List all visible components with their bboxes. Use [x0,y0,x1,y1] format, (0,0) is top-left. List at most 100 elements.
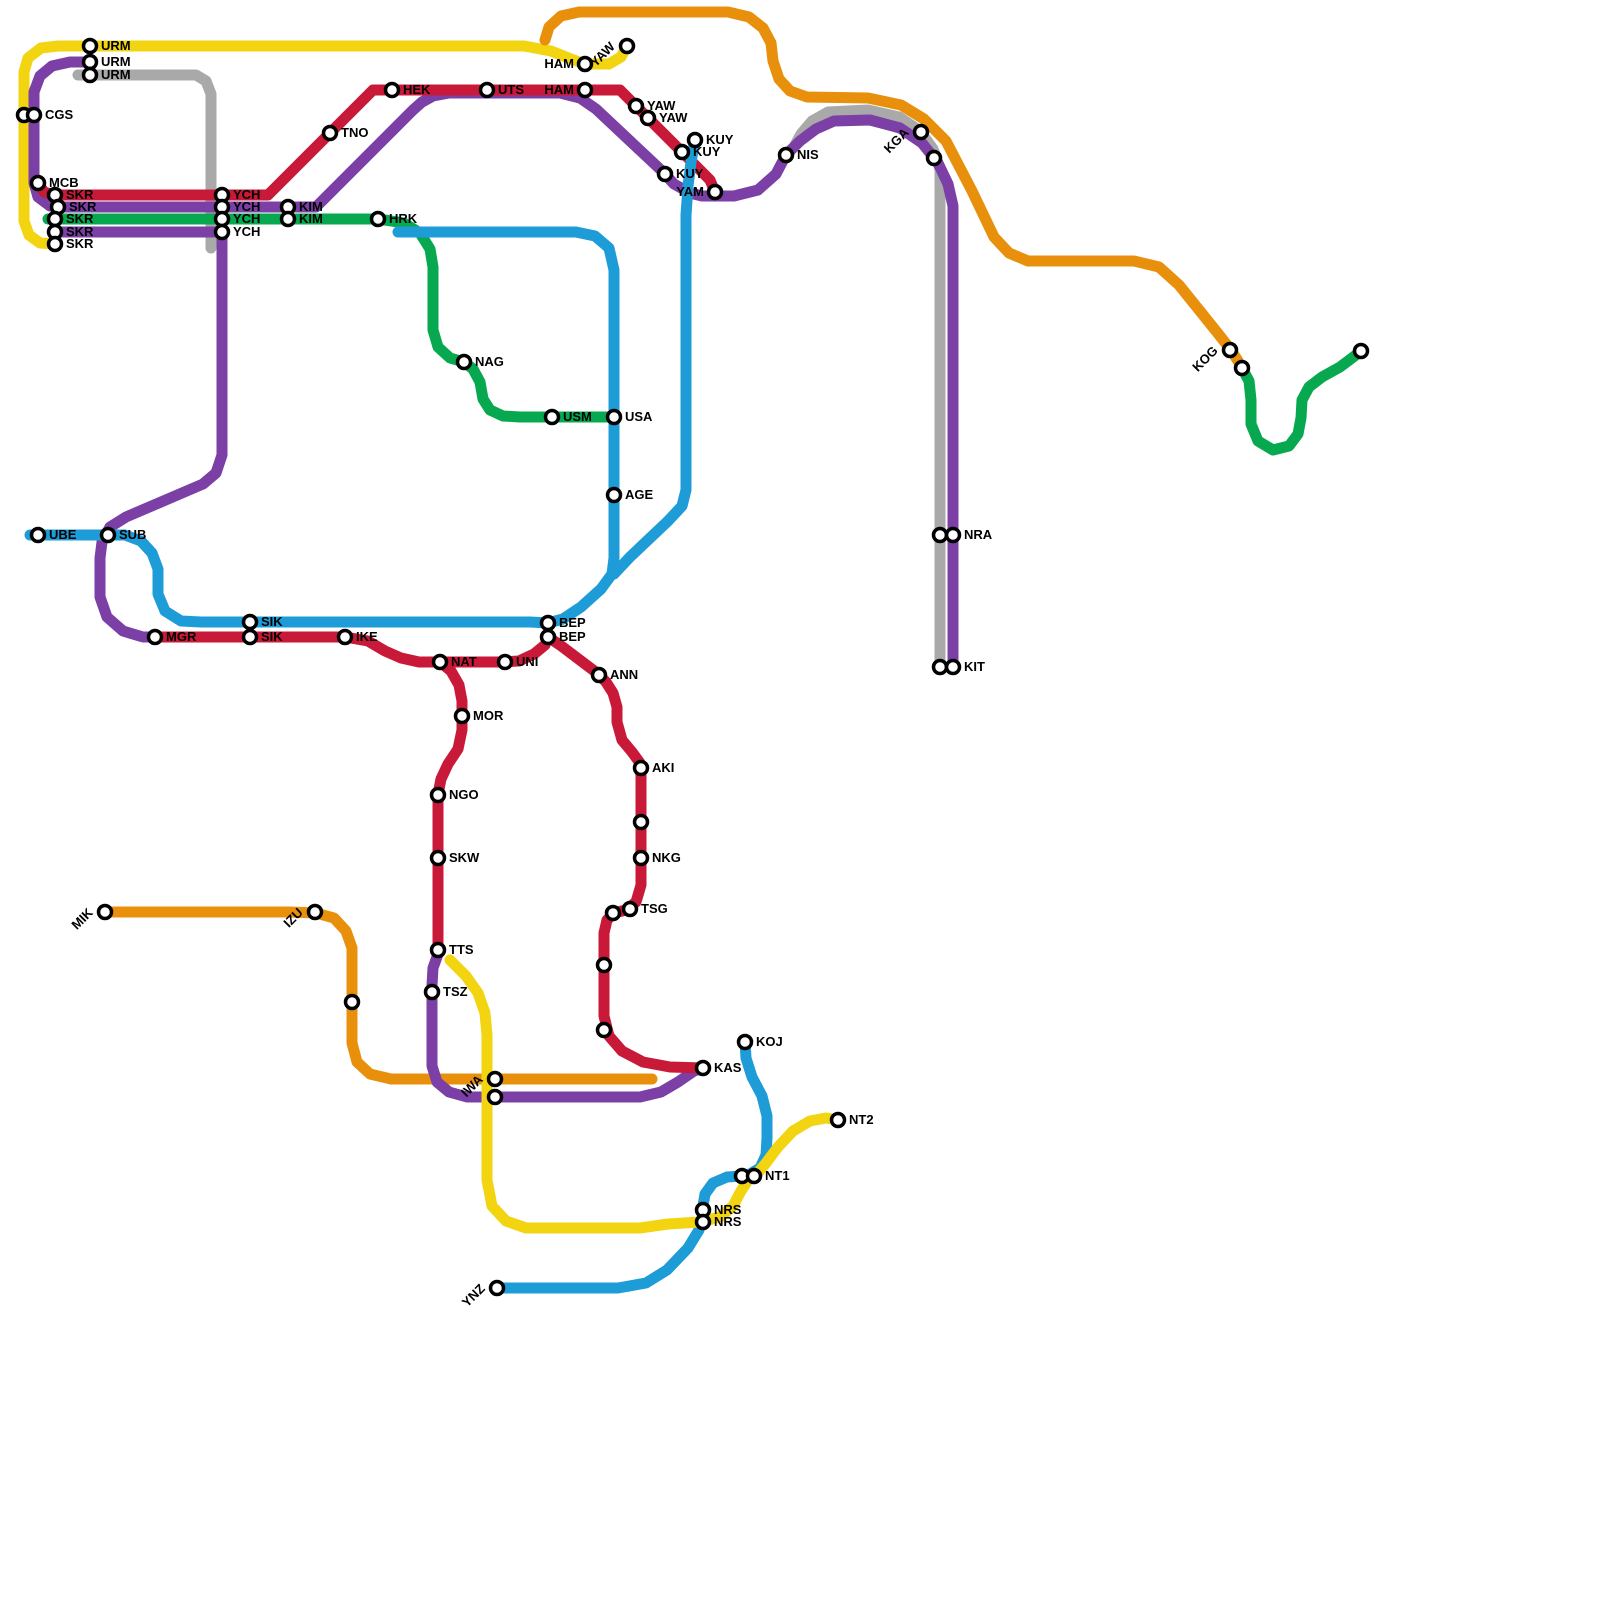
station-label-urm: URM [101,67,131,82]
station-label-skw: SKW [449,850,480,865]
station-marker-skr [46,235,64,253]
station-label-ych: YCH [233,187,260,202]
station-label-uts: UTS [498,82,524,97]
station-label-bep: BEP [559,629,586,644]
station-label-kim: KIM [299,199,323,214]
station-marker-urm [81,53,99,71]
station-marker-koj [736,1033,754,1051]
station-label-sub: SUB [119,527,146,542]
station-label-cgs: CGS [45,107,74,122]
station-label-yaw: YAW [647,98,676,113]
station-marker-aki [632,759,650,777]
station-marker-hrk [369,210,387,228]
station-marker-nis [777,146,795,164]
station-label-hek: HEK [403,82,431,97]
station-marker-ike [336,628,354,646]
station-marker-izu [306,903,324,921]
station-marker-tts [429,941,447,959]
station-label-usm: USM [563,409,592,424]
station-marker-tsg [621,900,639,918]
station-label-aki: AKI [652,760,674,775]
station-label-mcb: MCB [49,175,79,190]
station-marker-urm [81,66,99,84]
station-marker-tsz [423,983,441,1001]
station-marker-tno [321,124,339,142]
station-marker-usa [605,408,623,426]
transit-line-green-east [1236,345,1367,456]
station-marker-nt1 [745,1167,763,1185]
station-marker-kuy [686,131,704,149]
station-label-ham: HAM [544,56,574,71]
station-marker-kas [694,1059,712,1077]
station-marker [604,904,622,922]
station-label-nkg: NKG [652,850,681,865]
station-marker-yaw [627,97,645,115]
station-label-skr: SKR [66,236,94,251]
station-label-ann: ANN [610,667,638,682]
station-label-sik: SIK [261,629,283,644]
transit-line-gray-west [72,69,217,254]
station-marker-kog [1221,341,1239,359]
station-label-kuy: KUY [676,166,704,181]
station-label-nag: NAG [475,354,504,369]
station-marker [343,993,361,1011]
station-marker-iwa [486,1070,504,1088]
station-marker-age [605,486,623,504]
station-label-nra: NRA [964,527,993,542]
station-marker-mcb [29,174,47,192]
station-marker-nra [944,526,962,544]
station-label-kuy: KUY [693,144,721,159]
station-label-nat: NAT [451,654,477,669]
station-marker [486,1088,504,1106]
station-label-tno: TNO [341,125,368,140]
station-marker-urm [81,37,99,55]
station-label-kit: KIT [964,659,985,674]
station-label-usa: USA [625,409,653,424]
station-marker-skw [429,849,447,867]
station-marker [1233,359,1251,377]
station-label-nrs: NRS [714,1214,742,1229]
station-marker [931,526,949,544]
station-label-urm: URM [101,38,131,53]
station-label-nis: NIS [797,147,819,162]
station-marker-nat [431,653,449,671]
station-label-skr: SKR [69,199,97,214]
station-label-bep: BEP [559,615,586,630]
station-label-uni: UNI [516,654,538,669]
station-marker-mor [453,707,471,725]
station-label-mgr: MGR [166,629,197,644]
station-marker-uni [496,653,514,671]
station-label-ych: YCH [233,224,260,239]
station-marker [595,1021,613,1039]
station-marker-ynz [488,1279,506,1297]
station-label-ych: YCH [233,211,260,226]
station-marker-ube [29,526,47,544]
stations-layer [15,37,1370,1297]
station-label-nt1: NT1 [765,1168,790,1183]
station-marker-kim [279,210,297,228]
station-marker [632,813,650,831]
station-label-hrk: HRK [389,211,418,226]
station-marker-kuy [656,165,674,183]
station-marker-bep [539,614,557,632]
station-label-yam: YAM [676,184,704,199]
station-marker-sub [99,526,117,544]
station-marker-uts [478,81,496,99]
station-label-age: AGE [625,487,654,502]
station-label-ych: YCH [233,199,260,214]
station-label-kuy: KUY [706,132,734,147]
station-marker-ham [576,81,594,99]
station-label-kim: KIM [299,211,323,226]
station-marker-kuy [673,143,691,161]
station-label-koj: KOJ [756,1034,783,1049]
station-label-ham: HAM [544,82,574,97]
station-label-nt2: NT2 [849,1112,874,1127]
station-label-skr: SKR [66,211,94,226]
station-marker-nag [455,353,473,371]
station-marker-nrs [694,1213,712,1231]
station-marker [595,956,613,974]
station-marker [1352,342,1370,360]
transit-line-blue-south [491,1036,773,1294]
station-marker-sik [241,628,259,646]
